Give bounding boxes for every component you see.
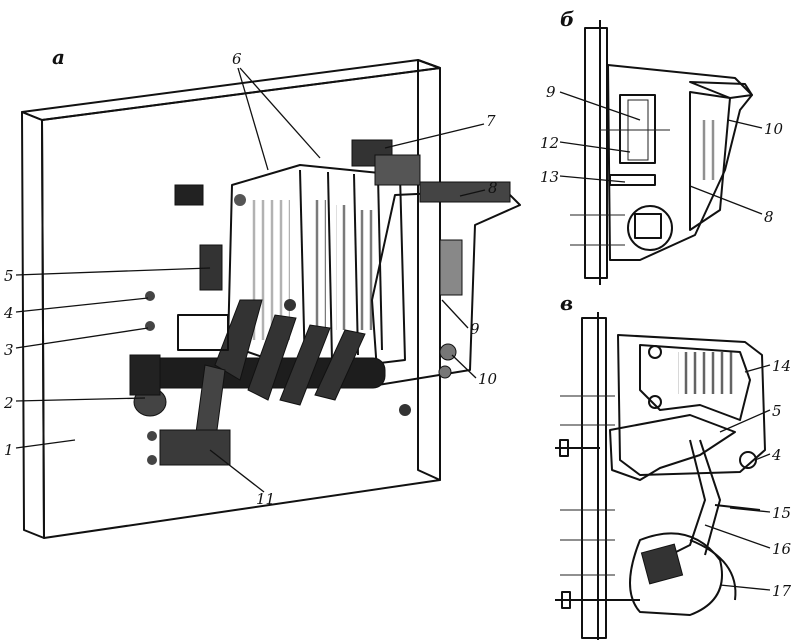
callout-c-15: 15: [772, 504, 791, 522]
callout-6: 6: [232, 50, 242, 68]
callout-1: 1: [4, 441, 14, 459]
panel-a: а 1 2 3 4 5 6 7 8 9 10 11: [3, 45, 521, 539]
callout-5: 5: [4, 267, 14, 285]
callout-c-14: 14: [772, 357, 791, 375]
callout-b-12: 12: [540, 134, 559, 152]
panel-label-a: а: [52, 45, 65, 69]
callout-11: 11: [256, 490, 275, 508]
panel-a-leader-lines: [15, 67, 486, 493]
arc-chute-block: [227, 164, 406, 373]
callout-c-16: 16: [772, 540, 792, 558]
top-terminal: [351, 139, 421, 186]
panel-b: б 9 12 13 10 8: [540, 7, 784, 285]
callout-2: 2: [3, 394, 14, 412]
electromagnet-housing: [371, 181, 521, 386]
callout-b-10: 10: [764, 120, 784, 138]
callout-3: 3: [4, 341, 14, 359]
callout-8: 8: [488, 179, 498, 197]
callout-c-5: 5: [772, 402, 782, 420]
callout-c-4: 4: [771, 446, 782, 464]
panel-label-c: в: [560, 291, 573, 315]
callout-b-13: 13: [540, 168, 559, 186]
callout-c-17: 17: [772, 582, 792, 600]
callout-10: 10: [478, 370, 498, 388]
mounting-board: [21, 59, 441, 539]
auxiliary-contacts: [129, 184, 411, 466]
contact-levers: [194, 299, 366, 446]
panel-c: в 14 5 4 15 16 17: [555, 291, 792, 640]
panel-a-labels: а 1 2 3 4 5 6 7 8 9 10 11: [3, 45, 498, 508]
panel-label-b: б: [560, 7, 574, 31]
callout-7: 7: [486, 112, 496, 130]
callout-b-9: 9: [546, 83, 556, 101]
callout-4: 4: [3, 304, 14, 322]
callout-b-8: 8: [764, 208, 774, 226]
callout-9: 9: [470, 320, 480, 338]
